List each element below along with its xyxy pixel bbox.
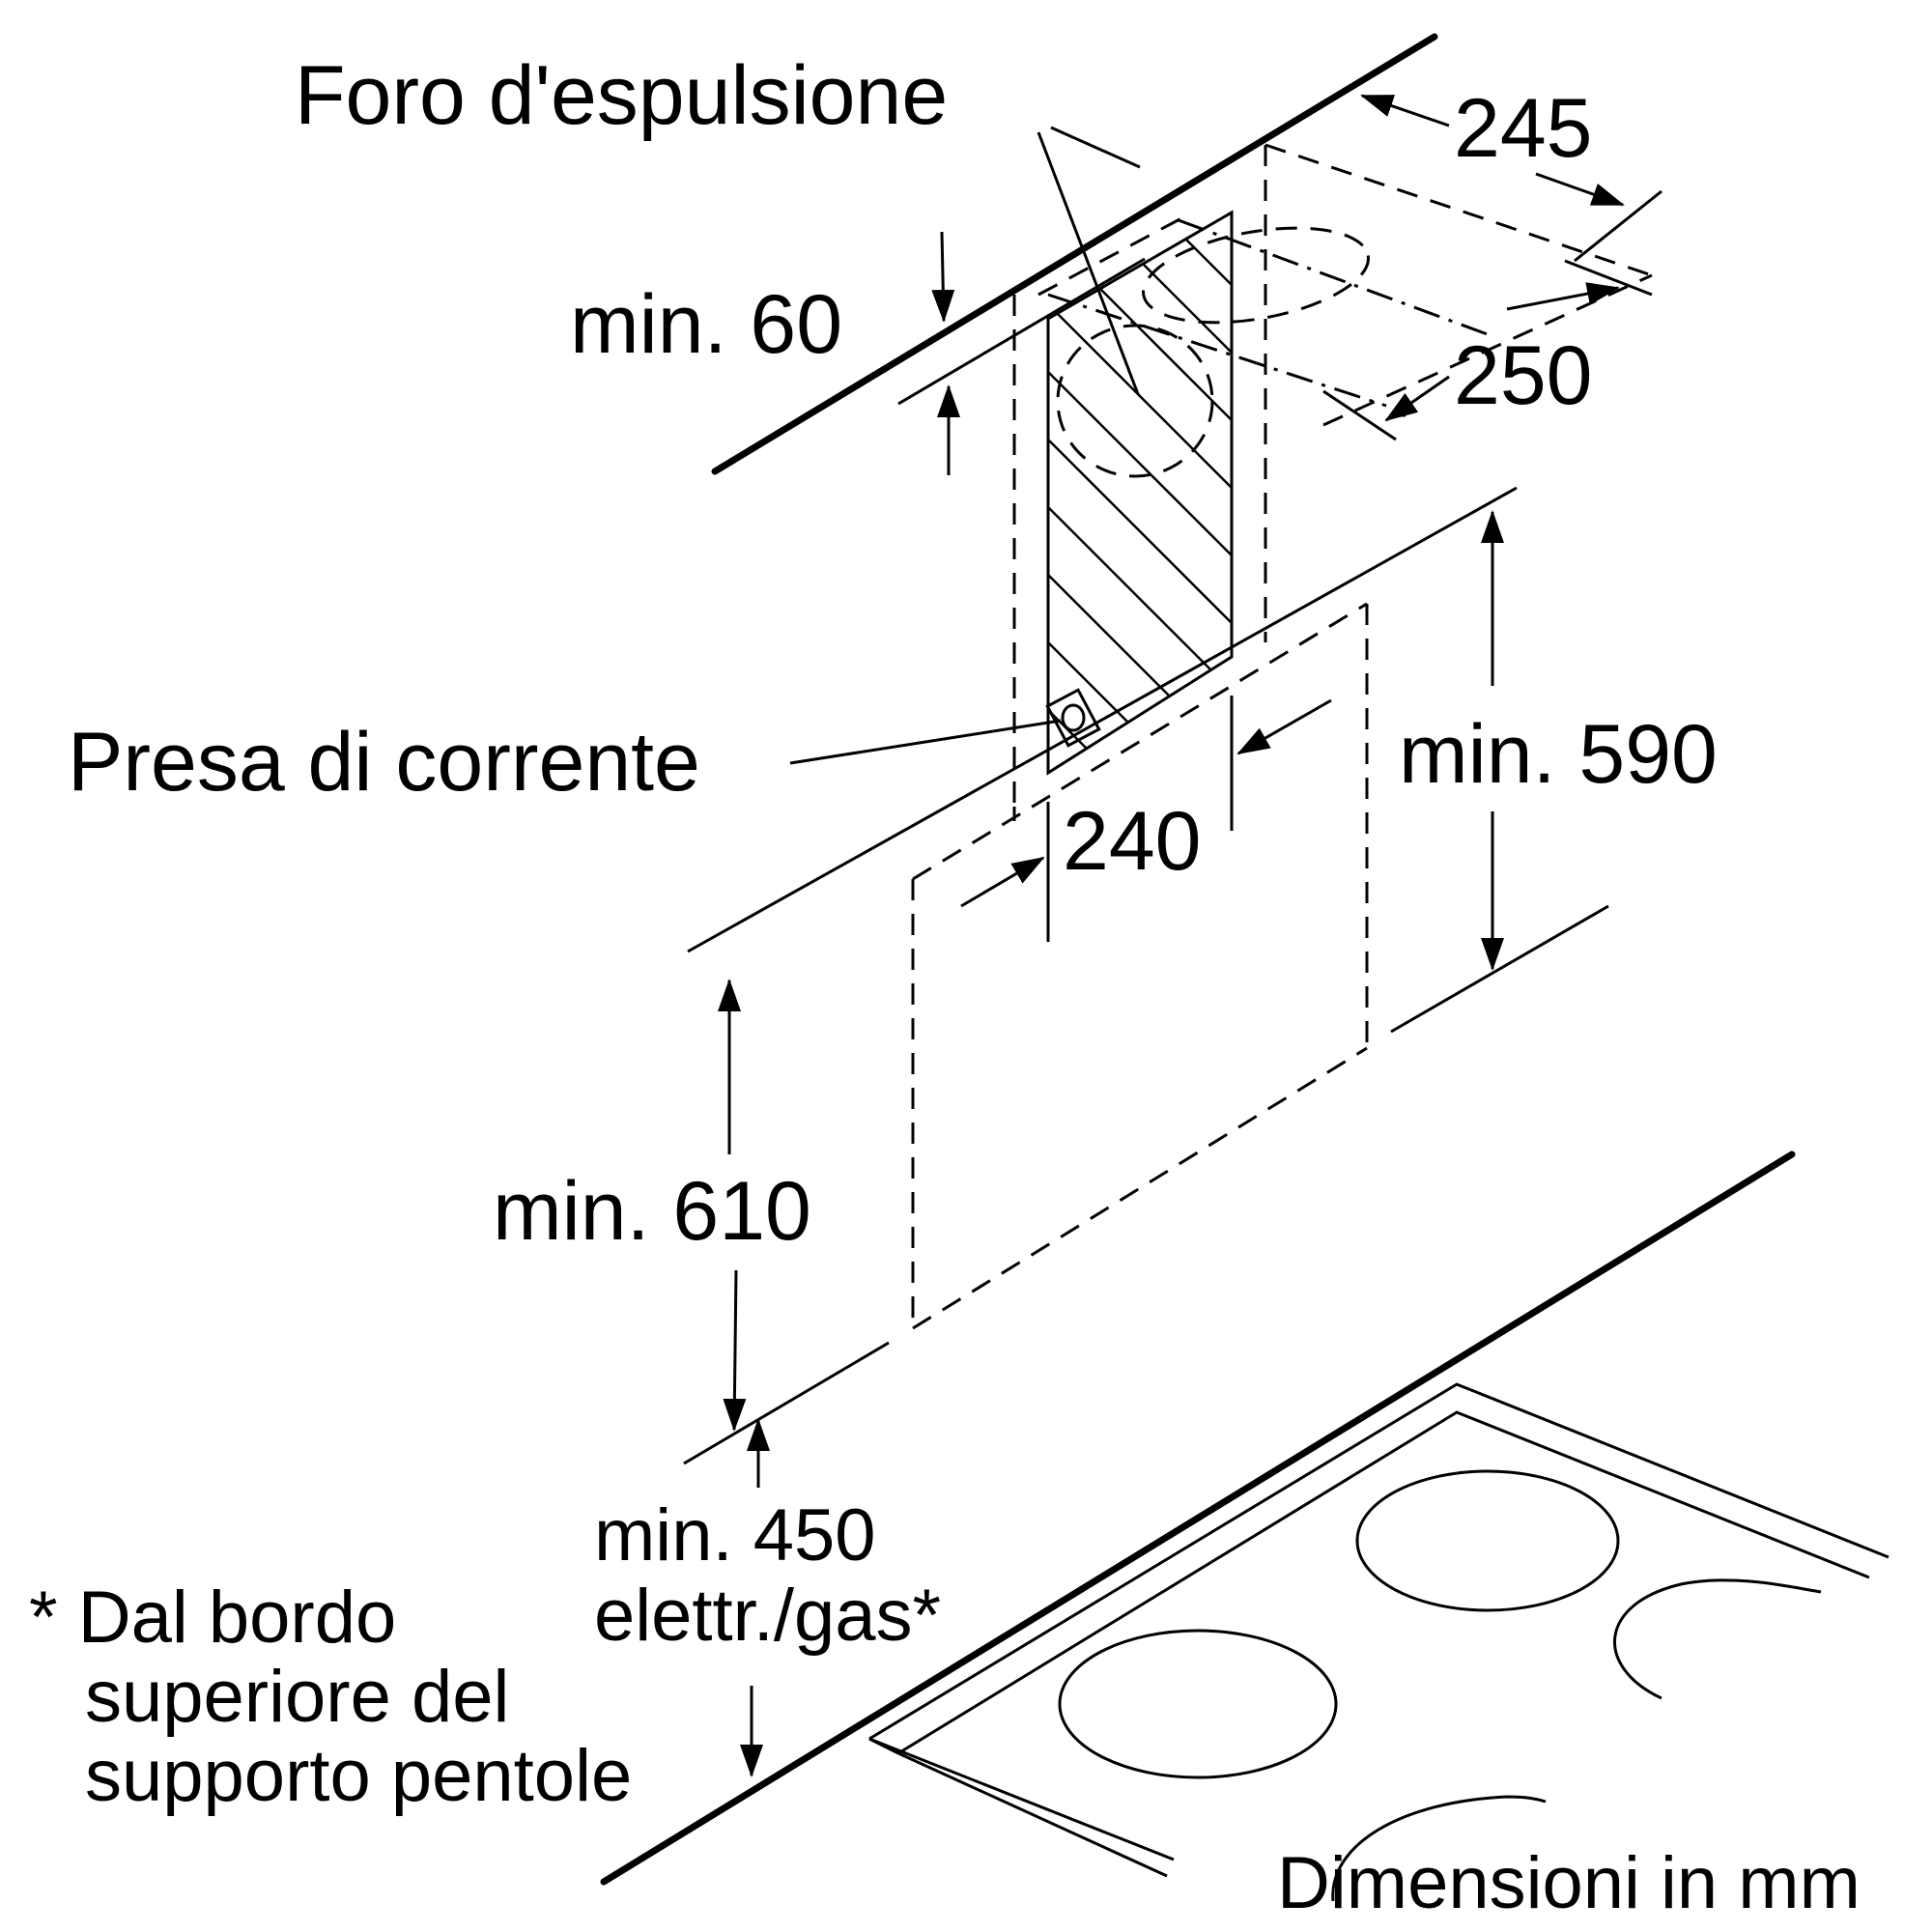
dimension-240-label: 240	[1063, 795, 1202, 888]
dimension-min-450-label: min. 450	[594, 1494, 876, 1577]
exhaust-hole-label: Foro d'espulsione	[295, 49, 948, 142]
footnote-line-3: supporto pentole	[85, 1735, 632, 1817]
hood-outline	[911, 602, 1369, 1330]
dimension-min-610	[718, 979, 747, 1432]
dimension-240	[960, 696, 1332, 942]
dimension-min-590-label: min. 590	[1399, 708, 1718, 801]
dimension-245-label: 245	[1454, 82, 1593, 175]
hood-bottom-ref-line	[1390, 904, 1609, 1034]
dimension-250	[1322, 282, 1620, 441]
exhaust-hole-leader-2	[1050, 126, 1141, 169]
power-socket-label: Presa di corrente	[68, 716, 700, 809]
dimension-250-label: 250	[1454, 329, 1593, 422]
footnote-line-2: superiore del	[85, 1656, 509, 1738]
dimension-min-60	[931, 231, 960, 475]
dimension-min-450	[740, 1418, 770, 1777]
units-note: Dimensioni in mm	[1277, 1842, 1861, 1924]
footnote-line-1: * Dal bordo	[29, 1577, 396, 1659]
wall-upper-line	[897, 257, 1146, 406]
dimension-min-60-label: min. 60	[570, 278, 842, 371]
dimension-245	[1360, 94, 1662, 297]
dimension-min-450-note: elettr./gas*	[594, 1575, 941, 1657]
hob	[600, 1151, 1889, 1902]
hood-lower-ref-line	[683, 1341, 890, 1465]
dimension-min-610-label: min. 610	[493, 1165, 811, 1258]
exhaust-hole-leader	[1037, 131, 1140, 395]
wall-lower-line	[687, 486, 1518, 953]
ceiling-line	[711, 33, 1438, 475]
power-socket-leader	[789, 719, 1062, 765]
